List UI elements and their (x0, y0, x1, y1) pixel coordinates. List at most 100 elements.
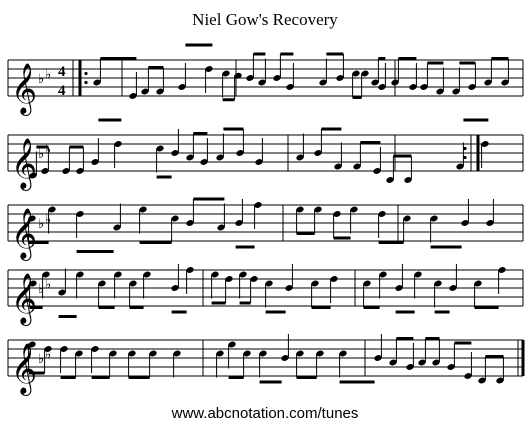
note-head (217, 224, 225, 231)
note-head (29, 172, 37, 179)
note-head (430, 215, 438, 222)
note-head (481, 141, 489, 147)
note-head (296, 154, 304, 161)
note-head (452, 88, 460, 95)
note-head (76, 211, 84, 217)
note-head (432, 359, 440, 366)
note-head (171, 285, 179, 291)
note-head (186, 154, 194, 161)
note-head (498, 267, 506, 273)
note-head (379, 271, 387, 278)
note-head (461, 220, 469, 226)
note-head (44, 346, 52, 352)
flat-icon: ♭ (38, 282, 44, 297)
note-head (406, 364, 414, 370)
note-head (378, 84, 386, 90)
note-head (501, 79, 509, 86)
note-head (28, 215, 36, 222)
note-head (171, 150, 179, 156)
staff-system: 𝄞♭♭ (7, 197, 524, 261)
note-head (319, 79, 327, 86)
note-head (486, 220, 494, 226)
note-head (352, 70, 360, 77)
note-head (171, 215, 179, 222)
note-head (128, 350, 136, 357)
time-signature-bottom: 4 (58, 83, 66, 99)
flat-icon: ♭ (45, 213, 51, 228)
note-head (496, 377, 504, 384)
note-head (316, 350, 324, 357)
note-head (420, 84, 428, 90)
note-head (93, 79, 101, 86)
repeat-dot (84, 80, 88, 85)
note-head (330, 276, 338, 282)
flat-icon: ♭ (45, 348, 51, 363)
note-head (418, 359, 426, 366)
footer-url: www.abcnotation.com/tunes (171, 405, 359, 422)
note-head (363, 280, 371, 287)
note-head (464, 373, 472, 379)
note-head (186, 220, 194, 226)
note-head (378, 211, 386, 217)
note-head (296, 206, 304, 213)
note-head (211, 271, 219, 278)
note-head (109, 350, 117, 357)
note-head (62, 168, 70, 174)
note-head (76, 271, 84, 278)
note-head (478, 377, 486, 384)
note-head (156, 88, 164, 95)
note-head (200, 159, 208, 165)
tune-title: Niel Gow's Recovery (192, 10, 338, 29)
note-head (129, 280, 137, 287)
note-head (48, 206, 56, 213)
note-head (235, 220, 243, 226)
note-head (205, 66, 213, 72)
note-head (129, 93, 137, 99)
note-head (114, 141, 122, 147)
note-head (404, 177, 412, 183)
note-head (42, 271, 50, 278)
note-head (236, 150, 244, 156)
repeat-dot (84, 71, 88, 76)
note-head (143, 271, 151, 278)
note-head (353, 163, 361, 170)
note-head (285, 285, 293, 291)
note-head (234, 72, 242, 79)
note-head (28, 341, 36, 348)
repeat-dot (463, 155, 467, 160)
note-head (391, 79, 399, 86)
note-head (484, 79, 492, 86)
note-head (373, 168, 381, 174)
note-head (216, 350, 224, 357)
time-signature-top: 4 (58, 64, 66, 80)
staff-system: 𝄞♭♭ (7, 264, 524, 326)
note-head (374, 355, 382, 361)
note-head (333, 211, 341, 217)
note-head (286, 84, 294, 90)
note-head (222, 70, 230, 77)
note-head (259, 350, 267, 357)
note-head (113, 224, 121, 231)
staff-system: 𝄞♭♭44 (7, 43, 524, 116)
note-head (409, 84, 417, 90)
note-head (395, 285, 403, 291)
note-head (141, 88, 149, 95)
note-head (281, 355, 289, 361)
note-head (173, 350, 181, 357)
treble-clef-icon: 𝄞 (11, 138, 37, 191)
note-head (246, 75, 254, 81)
note-head (449, 285, 457, 291)
staff-system: 𝄞♭♭ (7, 118, 524, 191)
flat-icon: ♭ (38, 217, 44, 232)
note-head (139, 206, 147, 213)
note-head (255, 159, 263, 165)
note-head (414, 271, 422, 278)
note-head (371, 79, 379, 86)
note-head (314, 206, 322, 213)
note-head (75, 350, 83, 357)
note-head (60, 346, 68, 352)
flat-icon: ♭ (45, 278, 51, 293)
note-head (250, 276, 258, 282)
note-head (336, 75, 344, 81)
